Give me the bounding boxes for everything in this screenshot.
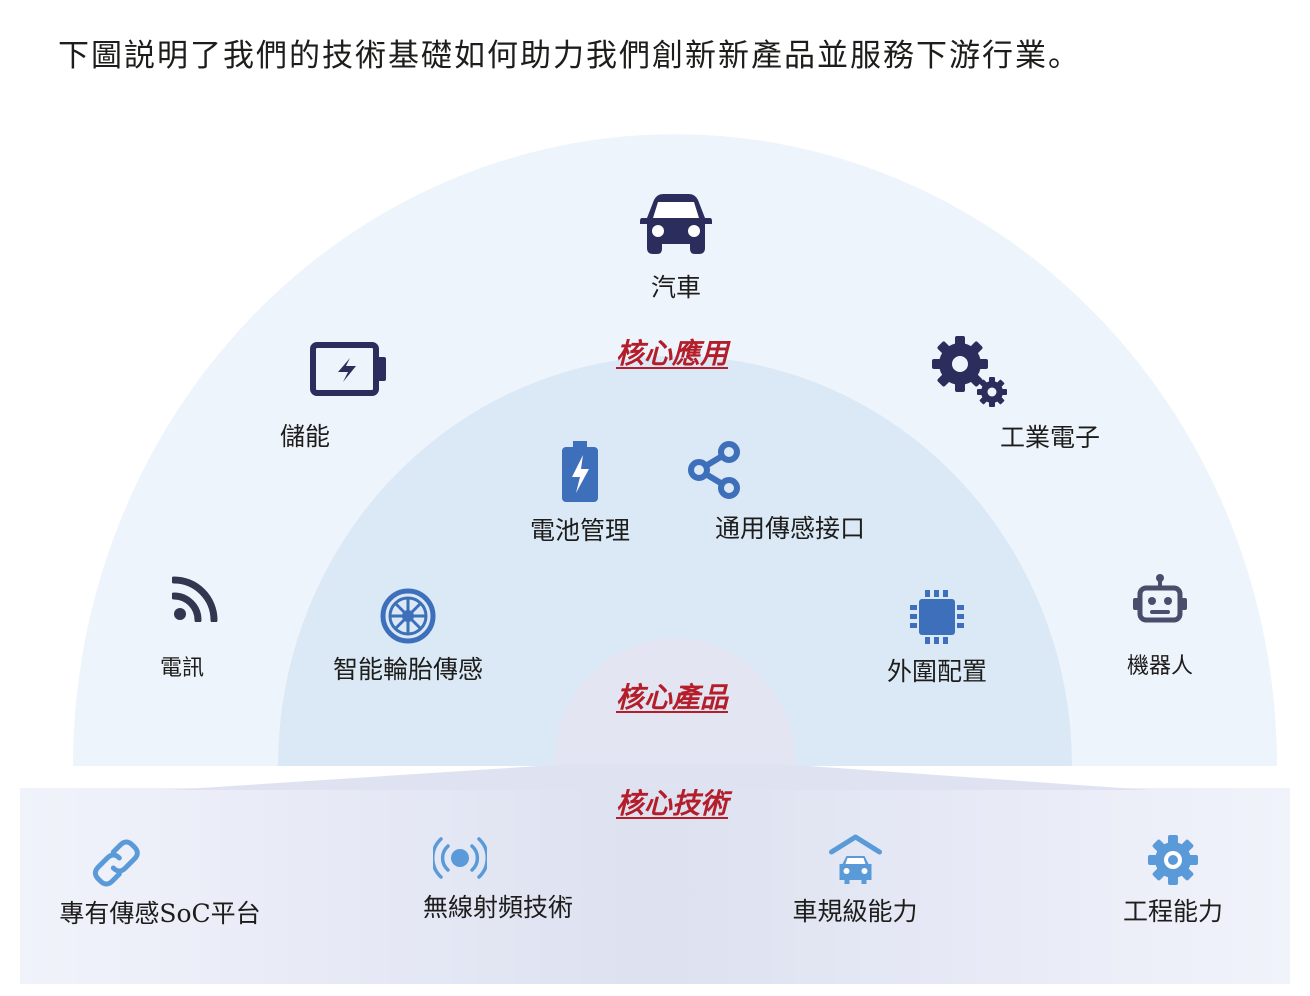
inner-arc-technology	[554, 638, 796, 766]
intro-text: 下圖説明了我們的技術基礎如何助力我們創新新產品並服務下游行業。	[58, 38, 1081, 74]
product-interface: 通用傳感接口	[687, 441, 866, 545]
technology-automotive-label: 車規級能力	[792, 897, 918, 926]
application-industrial-label: 工業電子	[999, 423, 1101, 452]
application-telecom: 電訊	[142, 576, 222, 682]
application-telecom-label: 電訊	[159, 656, 204, 681]
technology-automotive: 車規級能力	[792, 834, 918, 928]
tire-icon	[380, 588, 436, 644]
technology-rf: 無線射頻技術	[423, 836, 573, 924]
technology-rf-label: 無線射頻技術	[422, 893, 574, 922]
car-icon	[640, 194, 712, 254]
application-industrial: 工業電子	[931, 334, 1101, 454]
signal-icon	[172, 576, 218, 622]
technology-soc-label: 專有傳感SoC平台	[59, 899, 261, 928]
layer-title-technology: 核心技術	[615, 787, 729, 820]
product-interface-label: 通用傳感接口	[714, 514, 866, 543]
middle-arc-product	[278, 356, 1072, 766]
radio-wave-icon	[432, 837, 487, 879]
layer-title-product: 核心產品	[615, 681, 729, 714]
technology-engineering-label: 工程能力	[1122, 897, 1224, 926]
application-robot-label: 機器人	[1126, 654, 1194, 679]
product-peripheral-label: 外圍配置	[886, 657, 988, 686]
robot-icon	[1132, 574, 1187, 623]
application-robot: 機器人	[1127, 574, 1193, 680]
technology-band	[20, 788, 1290, 984]
application-auto-label: 汽車	[650, 273, 701, 302]
product-tire: 智能輪胎傳感	[333, 588, 483, 686]
battery-management-icon	[561, 441, 598, 502]
share-network-icon	[687, 441, 740, 499]
battery-storage-icon	[310, 342, 386, 396]
technology-band-wedge	[170, 764, 1150, 790]
technology-engineering: 工程能力	[1123, 834, 1223, 928]
car-garage-icon	[828, 834, 882, 884]
link-icon	[92, 839, 140, 887]
application-auto: 汽車	[639, 192, 713, 304]
layer-title-application: 核心應用	[615, 337, 729, 370]
technology-soc: 專有傳感SoC平台	[59, 836, 261, 930]
application-storage: 儲能	[280, 341, 390, 453]
product-peripheral: 外圍配置	[887, 588, 987, 688]
application-storage-label: 儲能	[279, 422, 330, 451]
gear-icon	[1147, 835, 1198, 885]
product-battery: 電池管理	[530, 441, 630, 547]
chip-icon	[909, 590, 964, 644]
product-battery-label: 電池管理	[529, 516, 631, 545]
gears-icon	[931, 336, 1007, 407]
product-tire-label: 智能輪胎傳感	[332, 655, 484, 684]
